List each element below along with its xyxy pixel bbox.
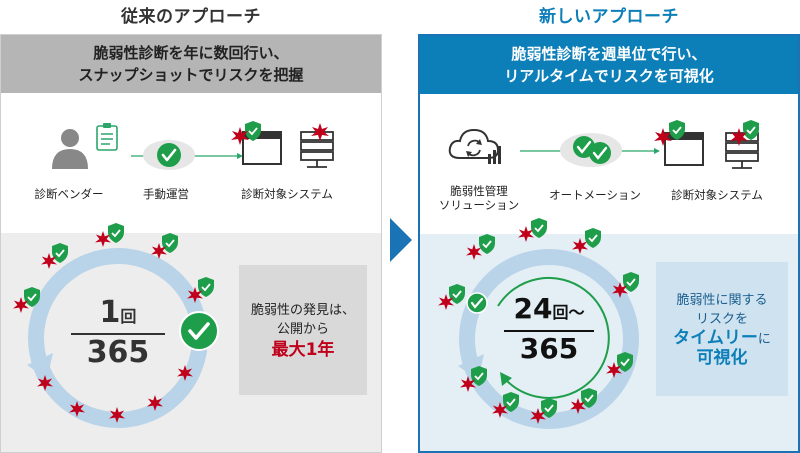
right-panel-header: 脆弱性診断を週単位で行い、 リアルタイムでリスクを可視化	[420, 36, 798, 94]
shield-check-icon	[623, 272, 639, 292]
right-column-title: 新しいアプローチ	[539, 7, 679, 27]
right-header-line1: 脆弱性診断を週単位で行い、	[511, 45, 707, 63]
person-icon	[52, 129, 88, 169]
right-box-line1: 脆弱性に関する	[676, 292, 768, 308]
label-vendor: 診断ベンダー	[34, 187, 104, 201]
shield-check-icon	[24, 287, 40, 307]
shield-check-icon	[617, 352, 633, 372]
shield-check-icon	[743, 120, 759, 140]
right-info-box: 脆弱性に関する リスクを タイムリーに 可視化	[656, 262, 788, 396]
label-manual-operation: 手動運営	[143, 187, 189, 201]
label-solution-line2: ソリューション	[438, 198, 520, 212]
right-flow-area	[420, 94, 798, 234]
threat-burst-icon	[231, 127, 249, 145]
left-fraction-numerator: 1回	[71, 295, 165, 330]
threat-burst-icon	[151, 243, 167, 259]
threat-burst-icon	[492, 402, 508, 418]
threat-burst-icon	[37, 375, 53, 391]
right-box-emphasis: タイムリー	[673, 327, 758, 348]
threat-burst-icon	[572, 238, 588, 254]
label-target-system: 診断対象システム	[671, 188, 763, 202]
label-automation: オートメーション	[549, 188, 641, 202]
left-fraction-bar	[71, 333, 165, 335]
left-header-line1: 脆弱性診断を年に数回行い、	[93, 44, 289, 62]
shield-check-icon	[669, 120, 685, 140]
right-fraction-numerator: 24回～	[494, 292, 604, 325]
shield-check-icon	[52, 243, 68, 263]
shield-check-icon	[541, 398, 557, 418]
new-approach-panel: 脆弱性診断を週単位で行い、 リアルタイムでリスクを可視化	[418, 34, 800, 453]
cloud-check-icon	[560, 133, 622, 167]
left-column-title: 従来のアプローチ	[121, 7, 261, 27]
left-box-emphasis: 最大1年	[271, 339, 335, 360]
shield-check-icon	[245, 121, 261, 141]
right-box-emphasis-suffix: に	[757, 331, 771, 347]
left-info-box: 脆弱性の発見は、 公開から 最大1年	[239, 265, 367, 395]
right-box-line2: リスクを	[695, 311, 748, 327]
check-circle-icon	[466, 292, 488, 314]
shield-check-icon	[531, 218, 547, 238]
shield-check-icon	[479, 234, 495, 254]
threat-burst-icon	[570, 398, 586, 414]
left-box-line1: 脆弱性の発見は、	[250, 302, 355, 318]
label-target-system: 診断対象システム	[241, 187, 333, 201]
shield-check-icon	[108, 223, 124, 243]
shield-check-icon	[471, 366, 487, 386]
monitor-icon	[664, 132, 704, 166]
left-fraction-denominator: 365	[86, 335, 150, 370]
right-header-line2: リアルタイムでリスクを可視化	[504, 67, 714, 85]
left-box-line2: 公開から	[276, 321, 329, 337]
left-header-line2: スナップショットでリスクを把握	[78, 66, 304, 84]
chevron-right-icon	[390, 218, 412, 262]
threat-burst-icon	[95, 231, 111, 247]
threat-burst-icon	[187, 287, 203, 303]
traditional-approach-panel: 脆弱性診断を年に数回行い、 スナップショットでリスクを把握	[0, 34, 382, 453]
right-numerator-unit: 回～	[552, 303, 585, 322]
inner-cycle-arrow	[497, 276, 610, 399]
right-box-line4: 可視化	[696, 347, 748, 368]
threat-burst-icon	[466, 244, 482, 260]
threat-burst-icon	[41, 253, 57, 269]
shield-check-icon	[585, 228, 601, 248]
threat-burst-icon	[518, 226, 534, 242]
threat-burst-icon	[109, 407, 125, 423]
right-fraction-denominator: 365	[519, 332, 579, 365]
cloud-sync-icon	[448, 128, 501, 164]
cloud-check-icon	[143, 140, 195, 170]
right-box-line3: タイムリーに	[673, 327, 771, 349]
clipboard-icon	[96, 123, 118, 151]
check-circle-icon	[179, 311, 219, 351]
left-numerator-unit: 回	[120, 307, 137, 326]
right-numerator-value: 24	[513, 292, 553, 325]
threat-burst-icon	[730, 128, 748, 146]
threat-burst-icon	[606, 362, 622, 378]
threat-burst-icon	[612, 282, 628, 298]
right-fraction-bar	[504, 330, 594, 332]
threat-burst-icon	[460, 376, 476, 392]
threat-burst-icon	[311, 123, 329, 141]
shield-check-icon	[503, 392, 519, 412]
threat-burst-icon	[69, 401, 85, 417]
label-solution: 脆弱性管理 ソリューション	[434, 184, 524, 212]
threat-burst-icon	[438, 294, 454, 310]
left-panel-header: 脆弱性診断を年に数回行い、 スナップショットでリスクを把握	[1, 35, 381, 93]
threat-burst-icon	[530, 408, 546, 424]
shield-check-icon	[581, 388, 597, 408]
threat-burst-icon	[13, 297, 29, 313]
shield-check-icon	[449, 284, 465, 304]
left-numerator-value: 1	[99, 295, 121, 330]
shield-check-icon	[198, 277, 214, 297]
shield-check-icon	[162, 233, 178, 253]
threat-burst-icon	[147, 395, 163, 411]
threat-burst-icon	[177, 365, 193, 381]
label-solution-line1: 脆弱性管理	[450, 184, 508, 198]
threat-burst-icon	[654, 128, 672, 146]
